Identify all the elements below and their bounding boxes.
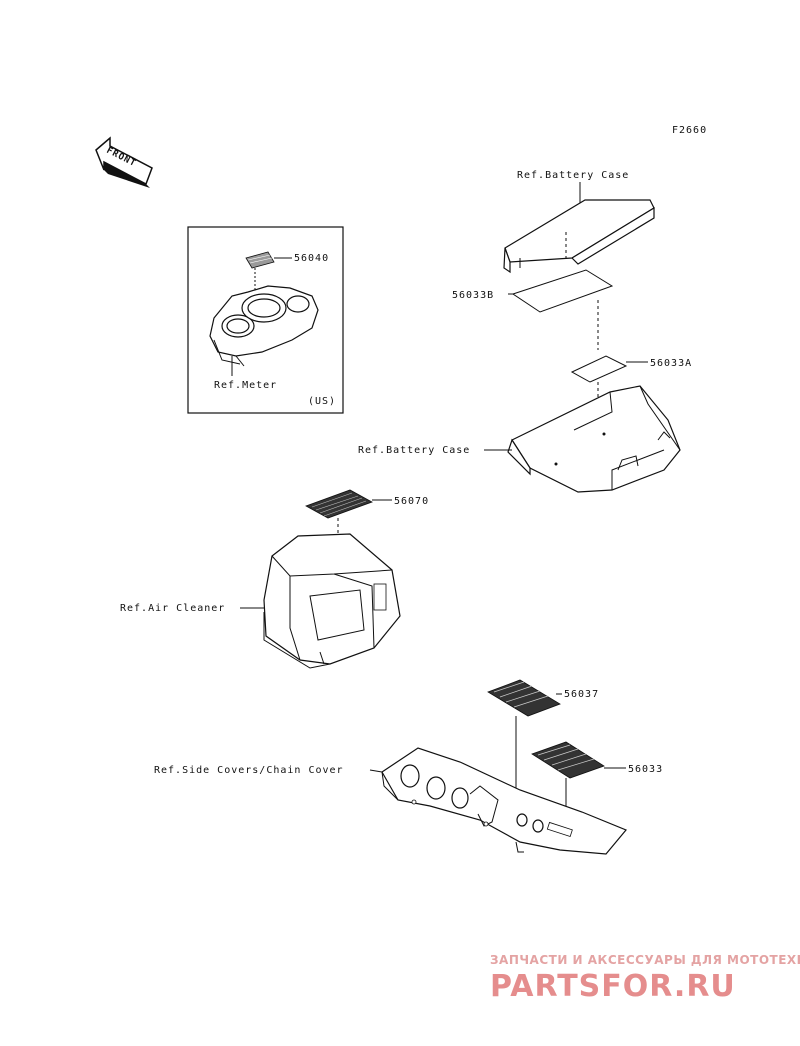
inset-frame — [187, 226, 344, 414]
meter-decal-56040 — [245, 251, 275, 269]
battery-case-bottom-part — [507, 385, 681, 493]
air-cleaner-part — [263, 533, 401, 669]
air-cleaner-decal-56070 — [305, 489, 373, 519]
chain-cover-decal-56037 — [487, 679, 561, 717]
front-arrow-icon: FRONT — [95, 136, 153, 188]
meter-housing — [209, 285, 319, 367]
chain-cover-part — [381, 747, 627, 855]
battery-case-top-part — [503, 199, 655, 274]
battery-decal-56033B — [511, 269, 614, 313]
ref-side-covers: Ref.Side Covers/Chain Cover — [154, 765, 344, 776]
ref-battery-case-bottom: Ref.Battery Case — [358, 445, 470, 456]
watermark: ЗАПЧАСТИ И АКСЕССУАРЫ ДЛЯ МОТОТЕХНИКИ PA… — [490, 953, 800, 1004]
callout-56037: 56037 — [564, 689, 599, 700]
callout-56033: 56033 — [628, 764, 663, 775]
region-us: (US) — [308, 396, 336, 407]
ref-meter: Ref.Meter — [214, 380, 277, 391]
callout-56070: 56070 — [394, 496, 429, 507]
watermark-brand: PARTSFOR.RU — [490, 969, 736, 1004]
callout-56033B: 56033B — [452, 290, 494, 301]
chain-cover-decal-56033 — [531, 741, 605, 779]
ref-air-cleaner: Ref.Air Cleaner — [120, 603, 225, 614]
ref-battery-case-top: Ref.Battery Case — [517, 170, 629, 181]
callout-56040: 56040 — [294, 253, 329, 264]
callout-56033A: 56033A — [650, 358, 692, 369]
figure-code: F2660 — [672, 125, 707, 136]
battery-decal-56033A — [570, 355, 628, 383]
watermark-tagline: ЗАПЧАСТИ И АКСЕССУАРЫ ДЛЯ МОТОТЕХНИКИ — [490, 953, 800, 967]
